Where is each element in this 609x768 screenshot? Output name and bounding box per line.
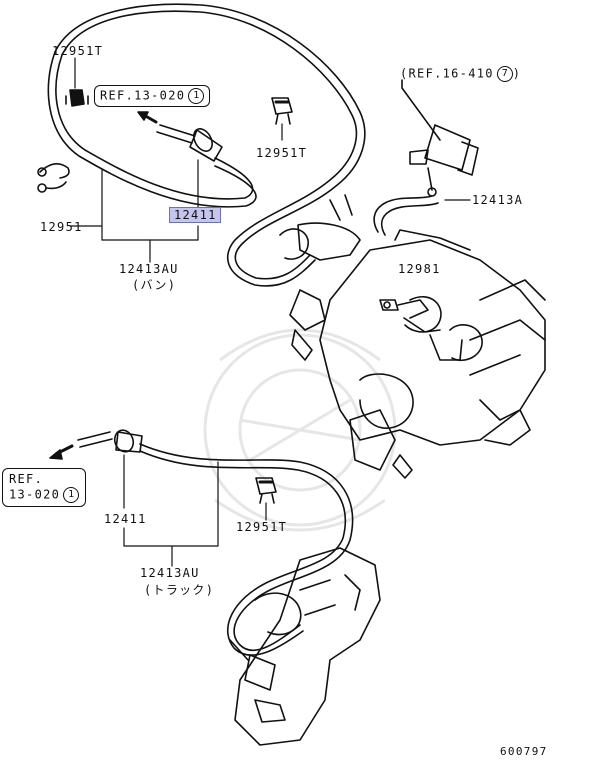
ref-circle-num-lower-left: 1 <box>63 487 80 503</box>
ref-line2-lower-left: 13-020 <box>9 487 61 502</box>
hose-12413a <box>373 195 471 236</box>
ref-text-top-right: (REF.16-410 <box>400 66 494 81</box>
label-hose-assy-van: 12413AU <box>119 262 179 276</box>
hose-clamp <box>37 163 70 193</box>
label-fitting: 12981 <box>398 262 441 276</box>
ref-text-upper-left: REF.13-020 <box>100 88 186 103</box>
label-clamp: 12951 <box>40 220 83 234</box>
label-clip-top-left: 12951T <box>52 44 104 58</box>
engine-lower <box>229 547 381 746</box>
ref-line1-lower-left: REF. <box>9 472 44 486</box>
lower-leaders <box>123 454 267 567</box>
lower-hose <box>49 429 354 656</box>
upper-hose <box>47 3 366 287</box>
label-clip-lower: 12951T <box>236 520 288 534</box>
pressure-sensor <box>401 79 479 197</box>
watermark-crest <box>203 328 397 532</box>
label-clip-top-right: 12951T <box>256 146 308 160</box>
clip-top-right <box>271 97 293 125</box>
label-hose-12413a: 12413A <box>472 193 524 207</box>
upper-leaders <box>69 57 283 263</box>
clip-lower <box>255 477 277 504</box>
label-hose-assy-truck: 12413AU <box>140 566 200 580</box>
clip-top-left <box>65 89 89 107</box>
label-hose-lower: 12411 <box>104 512 147 526</box>
ref-circle-num-top-right: 7 <box>496 66 513 82</box>
label-hose-highlighted[interactable]: 12411 <box>169 207 221 223</box>
diagram-number: 600797 <box>500 745 548 758</box>
ref-circle-num-upper-left: 1 <box>188 88 205 104</box>
ref-close-top-right: ) <box>512 66 522 81</box>
label-van-note: (バン) <box>132 278 177 292</box>
engine-upper <box>279 194 546 479</box>
label-truck-note: (トラック) <box>144 583 215 597</box>
